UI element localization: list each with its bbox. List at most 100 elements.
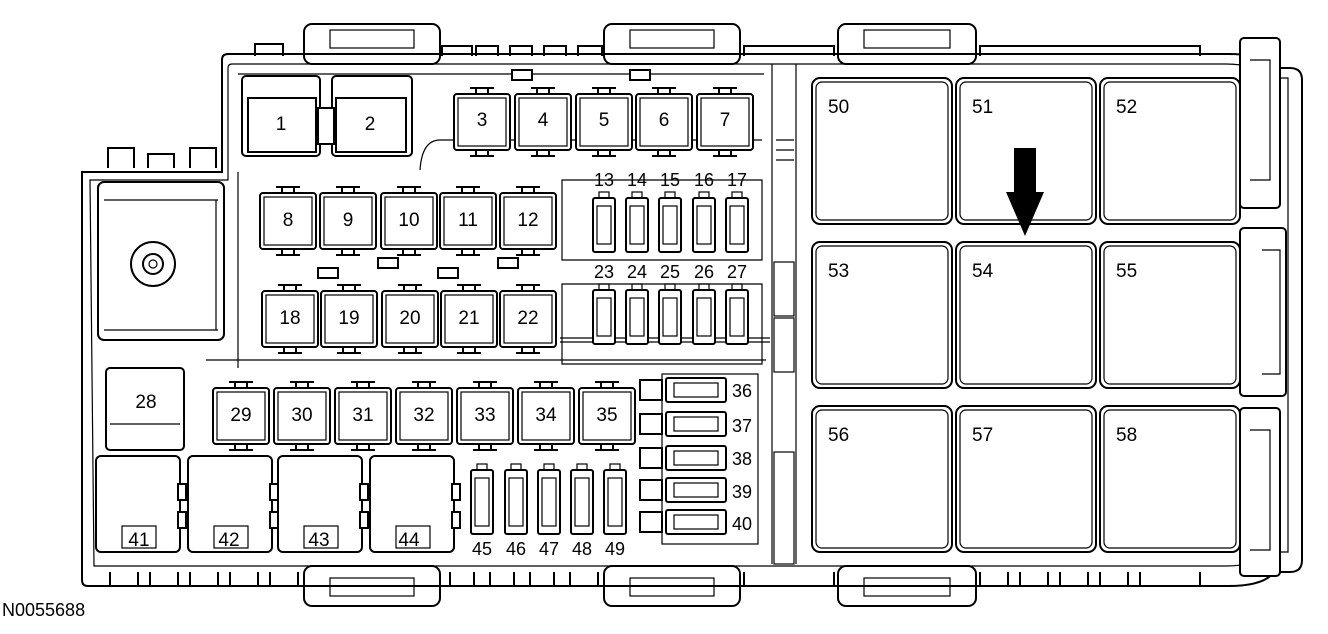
label-16: 16 [694, 170, 714, 190]
label-9: 9 [343, 210, 354, 231]
small-fuse-14 [625, 191, 649, 253]
label-53: 53 [828, 261, 849, 282]
mini-fuse-35 [578, 381, 636, 451]
large-relay-group [811, 77, 1241, 553]
label-57: 57 [972, 425, 993, 446]
label-58: 58 [1116, 425, 1137, 446]
relay-44 [369, 455, 461, 553]
mini-fuse-9 [319, 186, 377, 256]
fuse-36-40-group [639, 373, 759, 545]
large-relay-52 [1099, 77, 1241, 225]
fuse-38 [639, 445, 727, 471]
label-1: 1 [276, 114, 287, 135]
fuse-48 [570, 463, 594, 535]
small-fuse-15 [658, 191, 682, 253]
fuse-47 [537, 463, 561, 535]
fuse-36 [639, 377, 727, 403]
label-50: 50 [828, 97, 849, 118]
label-15: 15 [660, 170, 680, 190]
mini-fuse-33 [456, 381, 514, 451]
large-relay-50 [811, 77, 953, 225]
label-8: 8 [283, 210, 294, 231]
label-55: 55 [1116, 261, 1137, 282]
label-52: 52 [1116, 97, 1137, 118]
label-35: 35 [596, 405, 617, 426]
mini-fuse-12 [499, 186, 557, 256]
label-5: 5 [599, 110, 610, 131]
mini-fuse-32 [395, 381, 453, 451]
large-relay-57 [955, 405, 1097, 553]
mini-fuse-6 [635, 87, 693, 157]
label-46: 46 [506, 539, 526, 559]
label-20: 20 [399, 308, 420, 329]
label-12: 12 [517, 210, 538, 231]
label-43: 43 [308, 530, 329, 551]
label-54: 54 [972, 261, 994, 282]
relay-42 [187, 455, 279, 553]
small-fuse-16 [692, 191, 716, 253]
label-6: 6 [659, 110, 670, 131]
small-fuse-23 [592, 283, 616, 345]
spacer-block-1 [377, 257, 399, 269]
label-11: 11 [458, 210, 478, 231]
relay-1-2-group [241, 75, 413, 157]
large-relay-58 [1099, 405, 1241, 553]
label-39: 39 [732, 482, 752, 502]
label-2: 2 [365, 114, 376, 135]
label-45: 45 [472, 539, 492, 559]
mini-fuse-5 [575, 87, 633, 157]
label-22: 22 [517, 308, 538, 329]
mini-fuse-29 [212, 381, 270, 451]
relay-41 [95, 455, 187, 553]
fuse-49 [603, 463, 627, 535]
mini-fuse-10 [380, 186, 438, 256]
spacer-block-0 [317, 267, 339, 279]
small-fuse-group [592, 191, 749, 345]
mini-fuse-8 [259, 186, 317, 256]
label-32: 32 [413, 405, 434, 426]
down-arrow-icon [1006, 148, 1044, 236]
mini-fuse-19 [320, 284, 378, 354]
mini-fuse-18 [261, 284, 319, 354]
label-48: 48 [572, 539, 592, 559]
label-18: 18 [279, 308, 300, 329]
mini-fuse-3 [453, 87, 511, 157]
label-31: 31 [352, 405, 373, 426]
mini-fuse-11 [439, 186, 497, 256]
label-29: 29 [230, 405, 251, 426]
label-28: 28 [135, 392, 156, 413]
label-36: 36 [732, 381, 752, 401]
reference-id: N0055688 [2, 600, 85, 620]
label-38: 38 [732, 449, 752, 469]
relay-41-44-group [95, 455, 461, 553]
fuse-46 [504, 463, 528, 535]
fuse-box-housing [81, 23, 1303, 607]
label-40: 40 [732, 514, 752, 534]
label-3: 3 [477, 110, 488, 131]
label-26: 26 [694, 262, 714, 282]
fuse-45 [470, 463, 494, 535]
mini-fuse-34 [517, 381, 575, 451]
label-10: 10 [398, 210, 419, 231]
label-4: 4 [538, 110, 549, 131]
mini-fuse-31 [334, 381, 392, 451]
label-30: 30 [291, 405, 312, 426]
label-33: 33 [474, 405, 495, 426]
label-44: 44 [398, 530, 420, 551]
spacer-block-5 [629, 69, 651, 81]
fuse-40 [639, 509, 727, 535]
fuse-45-49-group [470, 463, 627, 535]
mini-fuse-7 [696, 87, 754, 157]
position-labels: 1 2 3 4 5 6 7 8 9 10 11 12 13 14 15 16 1… [128, 97, 1137, 559]
label-27: 27 [727, 262, 747, 282]
small-fuse-25 [658, 283, 682, 345]
label-51: 51 [972, 97, 993, 118]
spacer-block-3 [497, 257, 519, 269]
mini-fuse-30 [273, 381, 331, 451]
fuse-39 [639, 477, 727, 503]
label-47: 47 [539, 539, 559, 559]
small-fuse-17 [725, 191, 749, 253]
label-41: 41 [128, 530, 149, 551]
label-25: 25 [660, 262, 680, 282]
mini-fuse-22 [499, 284, 557, 354]
